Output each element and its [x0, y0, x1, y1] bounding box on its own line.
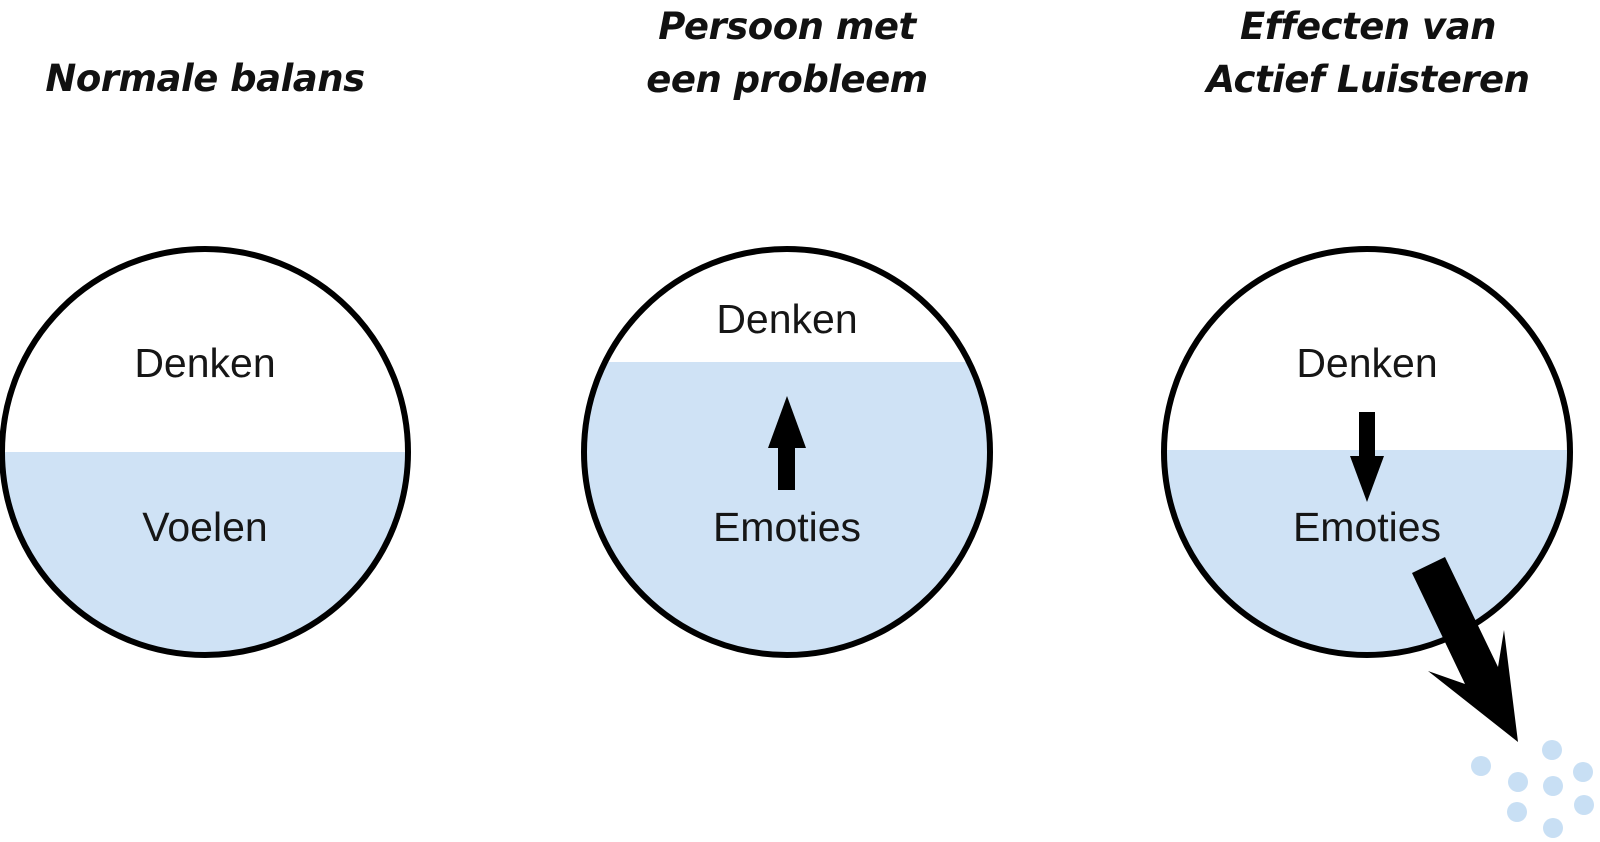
label-denken: Denken [1296, 340, 1437, 386]
outflow-arrow-icon [1412, 557, 1518, 742]
title-line: Persoon met [658, 5, 916, 48]
panel-title-normale-balans: Normale balans [0, 52, 410, 105]
title-line: Normale balans [45, 57, 365, 100]
panel-title-actief-luisteren: Effecten van Actief Luisteren [1158, 0, 1578, 106]
arrow-up-icon [768, 396, 806, 490]
circle-outline [1161, 246, 1573, 658]
title-line: een probleem [646, 58, 928, 101]
circle-outline [581, 246, 993, 658]
circle-actief-luisteren: Denken Emoties [1161, 246, 1573, 658]
circle-persoon-met-probleem: Denken Emoties [581, 246, 993, 658]
circle-outline [0, 246, 411, 658]
title-line: Actief Luisteren [1206, 58, 1530, 101]
panel-title-persoon-met-probleem: Persoon met een probleem [582, 0, 992, 106]
label-emoties: Emoties [1293, 504, 1441, 550]
label-denken: Denken [716, 296, 857, 342]
circle-normale-balans: Denken Voelen [0, 246, 411, 658]
arrow-down-icon [1350, 412, 1384, 502]
feeling-level-fill [2, 452, 408, 655]
droplets-icon [1471, 740, 1594, 838]
title-line: Effecten van [1240, 5, 1496, 48]
label-denken: Denken [134, 340, 275, 386]
label-emoties: Emoties [713, 504, 861, 550]
label-voelen: Voelen [142, 504, 267, 550]
